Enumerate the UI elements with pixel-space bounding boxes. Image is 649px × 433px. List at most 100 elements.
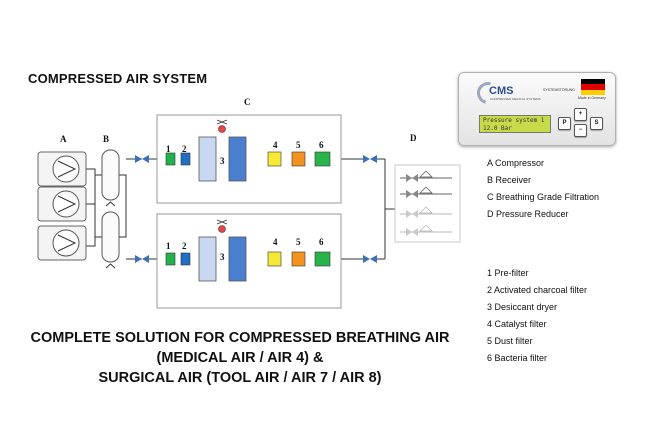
dryer-right-upper	[228, 136, 247, 182]
dryer-valve-icon	[216, 219, 228, 225]
legend-item: 4 Catalyst filter	[487, 319, 547, 329]
legend-item: A Compressor	[487, 158, 545, 168]
control-panel: CMS COMPRESSED MEDICAL SYSTEMS SYSTEMSTÖ…	[458, 72, 616, 146]
compressor-1	[37, 151, 87, 187]
compressor-arrow-icon	[57, 195, 77, 213]
inlet-valve-lower	[135, 255, 149, 263]
cms-logo-subtitle: COMPRESSED MEDICAL SYSTEMS	[490, 97, 541, 101]
num-charcoal-lower: 2	[182, 241, 187, 251]
german-flag-icon	[581, 79, 605, 96]
num-dryer-lower: 3	[220, 252, 225, 262]
reducer-valve-icon	[412, 174, 418, 182]
legend-item: 5 Dust filter	[487, 336, 533, 346]
label-compressor: A	[60, 134, 67, 144]
dryer-left-lower	[198, 236, 217, 282]
num-dust-lower: 5	[296, 237, 301, 247]
lcd-line-2: 12.0 Bar	[483, 125, 512, 132]
pipe	[119, 174, 127, 238]
minus-button[interactable]: −	[574, 124, 587, 137]
label-pressure-reducer: D	[410, 133, 417, 143]
valve-icon	[370, 255, 377, 263]
valve-icon	[363, 155, 370, 163]
receiver-drain-icon	[105, 263, 116, 269]
reducer-valve-icon	[412, 228, 418, 236]
reducer-valve-icon	[406, 174, 412, 182]
reducer-valve-icon	[406, 190, 412, 198]
legend-item: 6 Bacteria filter	[487, 353, 548, 363]
compressor-icon	[52, 190, 80, 218]
reducer-valve-icon	[412, 190, 418, 198]
compressor-3	[37, 225, 87, 261]
regulator-icon	[419, 170, 433, 178]
receiver-drain-icon	[105, 201, 116, 207]
compressor-icon	[52, 155, 80, 183]
valve-icon	[142, 155, 149, 163]
made-in-germany-caption: Made in Germany	[578, 96, 606, 100]
num-bacteria-lower: 6	[319, 237, 324, 247]
plus-button[interactable]: +	[574, 108, 587, 121]
catalyst-filter-upper	[267, 151, 282, 167]
solution-title-line-2: (MEDICAL AIR / AIR 4) &	[156, 350, 324, 366]
compressor-arrow-icon	[57, 160, 77, 178]
prefilter-upper	[165, 152, 176, 166]
reducer-valve-icon	[406, 210, 412, 218]
outlet-valve-lower	[363, 255, 377, 263]
solution-title-line-3: SURGICAL AIR (TOOL AIR / AIR 7 / AIR 8)	[98, 370, 382, 386]
bacteria-filter-upper	[314, 151, 331, 167]
pressure-gauge-icon-lower	[218, 225, 226, 233]
reducer-valve-icon	[412, 210, 418, 218]
pressure-gauge-icon-upper	[218, 125, 226, 133]
label-filtration: C	[244, 97, 251, 107]
dryer-valve-icon	[216, 119, 228, 125]
solution-title: COMPLETE SOLUTION FOR COMPRESSED BREATHI…	[0, 328, 480, 388]
num-prefilter-lower: 1	[166, 241, 171, 251]
system-fault-label: SYSTEMSTÖRUNG	[543, 88, 575, 92]
legend-item: 2 Activated charcoal filter	[487, 285, 588, 295]
compressor-arrow-icon	[57, 234, 77, 252]
valve-icon	[370, 155, 377, 163]
num-bacteria-upper: 6	[319, 140, 324, 150]
legend-item: 3 Desiccant dryer	[487, 302, 558, 312]
num-dust-upper: 5	[296, 140, 301, 150]
legend-filters: 1 Pre-filter 2 Activated charcoal filter…	[487, 265, 587, 367]
compressor-2	[37, 186, 87, 222]
pipe	[86, 168, 96, 247]
dryer-left-upper	[198, 136, 217, 182]
num-catalyst-upper: 4	[273, 140, 278, 150]
dust-filter-upper	[291, 151, 306, 167]
compressor-icon	[52, 229, 80, 257]
regulator-icon	[419, 186, 433, 194]
pressure-reducer-1	[400, 170, 452, 182]
dust-filter-lower	[291, 251, 306, 267]
valve-icon	[363, 255, 370, 263]
legend-item: B Receiver	[487, 175, 532, 185]
bacteria-filter-lower	[314, 251, 331, 267]
charcoal-filter-upper	[180, 152, 191, 166]
s-button[interactable]: S	[590, 117, 603, 130]
inlet-valve-upper	[135, 155, 149, 163]
pressure-reducer-4	[400, 224, 452, 236]
charcoal-filter-lower	[180, 252, 191, 266]
solution-title-line-1: COMPLETE SOLUTION FOR COMPRESSED BREATHI…	[30, 330, 450, 346]
valve-icon	[135, 255, 142, 263]
receiver-tank	[101, 211, 120, 263]
valve-icon	[135, 155, 142, 163]
reducer-valve-icon	[406, 228, 412, 236]
num-charcoal-upper: 2	[182, 144, 187, 154]
pressure-reducer-3	[400, 206, 452, 218]
receiver-2	[101, 211, 120, 269]
prefilter-lower	[165, 252, 176, 266]
legend-item: 1 Pre-filter	[487, 268, 529, 278]
diagram-title: COMPRESSED AIR SYSTEM	[28, 71, 208, 86]
num-catalyst-lower: 4	[273, 237, 278, 247]
dryer-right-lower	[228, 236, 247, 282]
p-button[interactable]: P	[558, 117, 571, 130]
pressure-reducer-2	[400, 186, 452, 198]
receiver-tank	[101, 149, 120, 201]
legend-item: D Pressure Reducer	[487, 209, 569, 219]
num-dryer-upper: 3	[220, 156, 225, 166]
catalyst-filter-lower	[267, 251, 282, 267]
legend-item: C Breathing Grade Filtration	[487, 192, 600, 202]
lcd-display: Pressure system 1 12.0 Bar	[479, 115, 551, 133]
